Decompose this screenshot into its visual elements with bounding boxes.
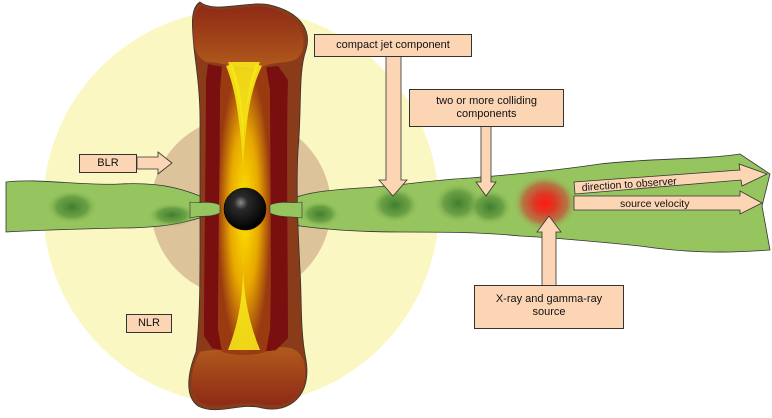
jet-knot (468, 189, 512, 225)
velocity-label: source velocity (620, 198, 690, 210)
jet-knot (46, 190, 98, 224)
blr-label: BLR (79, 154, 137, 173)
nlr-label: NLR (126, 314, 172, 333)
black-hole (224, 188, 266, 230)
jet-knot (148, 203, 196, 227)
nlr-label-text: NLR (127, 315, 171, 332)
blr-label-text: BLR (80, 155, 136, 172)
compact-jet-label-text: compact jet component (315, 35, 471, 56)
compact-jet-label: compact jet component (314, 34, 472, 57)
colliding-label-line1: two or more colliding (410, 95, 563, 108)
torus-bottom-lobe (192, 347, 305, 405)
colliding-label-line2: components (410, 108, 563, 121)
xray-label-line2: source (475, 306, 623, 319)
xray-label: X-ray and gamma-ray source (474, 285, 624, 329)
jet-knot (300, 201, 340, 227)
xray-label-line1: X-ray and gamma-ray (475, 293, 623, 306)
colliding-label: two or more colliding components (409, 89, 564, 127)
colliding-arrow (476, 126, 496, 196)
